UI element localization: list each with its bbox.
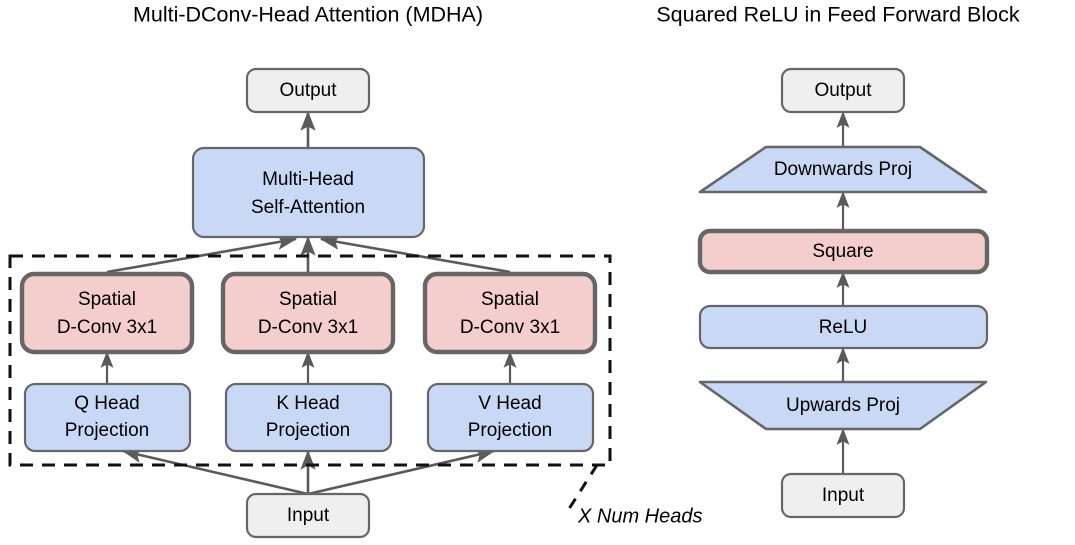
right-output-node[interactable]: Output <box>780 67 906 114</box>
left-input-node[interactable]: Input <box>245 492 371 539</box>
edge-input-to-proj-q <box>121 447 309 496</box>
right-output-label: Output <box>814 80 872 101</box>
spatial-dconv-k-label-line1: Spatial <box>279 289 337 310</box>
left-panel-title: Multi-DConv-Head Attention (MDHA) <box>133 3 483 27</box>
k-head-projection-box[interactable] <box>224 382 393 453</box>
upwards-proj-node[interactable]: Upwards Proj <box>698 380 988 431</box>
right-input-node[interactable]: Input <box>780 472 906 519</box>
num-heads-annotation: X Num Heads <box>577 505 703 527</box>
relu-label: ReLU <box>819 317 868 338</box>
spatial-dconv-q-label-line2: D-Conv 3x1 <box>57 317 157 338</box>
right-panel-title: Squared ReLU in Feed Forward Block <box>656 3 1020 27</box>
spatial-dconv-v-label-line1: Spatial <box>481 289 539 310</box>
downwards-proj-label: Downwards Proj <box>774 159 912 180</box>
spatial-dconv-q-label-line1: Spatial <box>78 289 136 310</box>
spatial-dconv-k-label-line2: D-Conv 3x1 <box>258 317 358 338</box>
num-heads-dashed-group <box>8 254 612 467</box>
relu-node[interactable]: ReLU <box>698 304 989 350</box>
spatial-dconv-q-box[interactable] <box>19 271 195 355</box>
q-head-projection-label-line1: Q Head <box>74 393 139 414</box>
q-head-projection-node[interactable]: Q Head Projection <box>23 382 192 453</box>
spatial-dconv-q-node[interactable]: Spatial D-Conv 3x1 <box>19 271 195 355</box>
spatial-dconv-v-box[interactable] <box>422 271 598 355</box>
multi-head-self-attention-box[interactable] <box>191 146 426 239</box>
num-heads-leader-line <box>565 464 599 513</box>
left-output-box[interactable] <box>245 67 371 114</box>
v-head-projection-node[interactable]: V Head Projection <box>426 382 595 453</box>
right-output-box[interactable] <box>780 67 906 114</box>
q-head-projection-label-line2: Projection <box>65 420 150 441</box>
v-head-projection-box[interactable] <box>426 382 595 453</box>
spatial-dconv-v-label-line2: D-Conv 3x1 <box>460 317 560 338</box>
downwards-proj-node[interactable]: Downwards Proj <box>698 145 988 194</box>
square-node[interactable]: Square <box>697 228 990 275</box>
left-input-label: Input <box>287 505 330 526</box>
k-head-projection-node[interactable]: K Head Projection <box>224 382 393 453</box>
edge-input-to-proj-v <box>307 447 496 496</box>
left-output-node[interactable]: Output <box>245 67 371 114</box>
relu-box[interactable] <box>698 304 989 350</box>
right-input-box[interactable] <box>780 472 906 519</box>
upwards-proj-label: Upwards Proj <box>786 395 900 416</box>
k-head-projection-label-line2: Projection <box>266 420 351 441</box>
q-head-projection-box[interactable] <box>23 382 192 453</box>
multi-head-self-attention-label-line1: Multi-Head <box>262 169 354 190</box>
upwards-proj-trapezoid[interactable] <box>698 380 988 431</box>
square-box[interactable] <box>697 228 990 275</box>
spatial-dconv-v-node[interactable]: Spatial D-Conv 3x1 <box>422 271 598 355</box>
left-input-box[interactable] <box>245 492 371 539</box>
spatial-dconv-k-node[interactable]: Spatial D-Conv 3x1 <box>220 271 396 355</box>
square-label: Square <box>812 241 873 262</box>
left-panel-edges <box>100 110 517 496</box>
right-input-label: Input <box>822 485 865 506</box>
left-output-label: Output <box>279 80 337 101</box>
multi-head-self-attention-node[interactable]: Multi-Head Self-Attention <box>191 146 426 239</box>
downwards-proj-trapezoid[interactable] <box>698 145 988 194</box>
v-head-projection-label-line2: Projection <box>468 420 553 441</box>
k-head-projection-label-line1: K Head <box>276 393 339 414</box>
v-head-projection-label-line1: V Head <box>478 393 541 414</box>
spatial-dconv-k-box[interactable] <box>220 271 396 355</box>
edge-dconv-q-to-attention <box>106 234 298 274</box>
multi-head-self-attention-label-line2: Self-Attention <box>251 197 365 218</box>
